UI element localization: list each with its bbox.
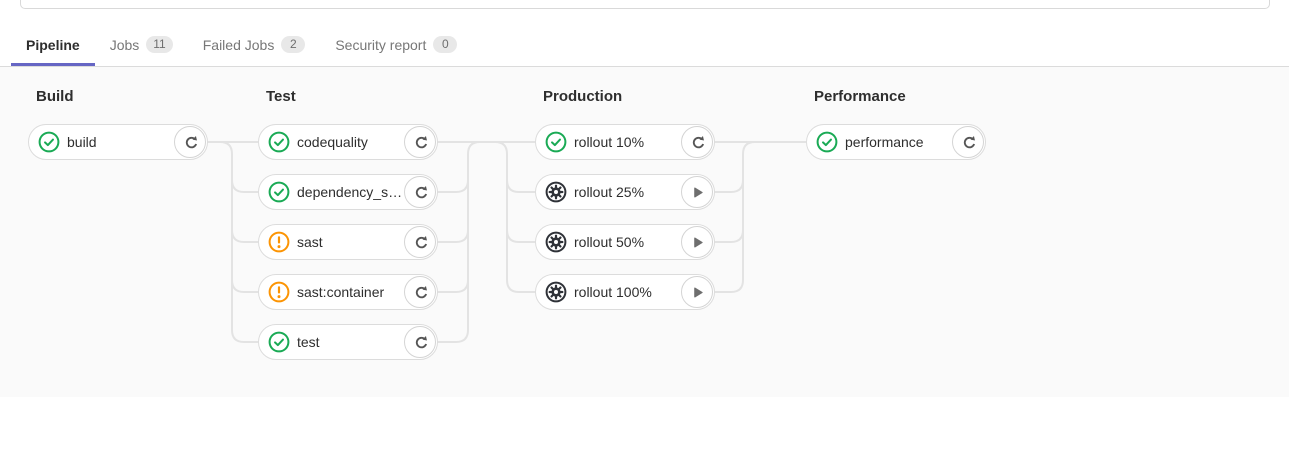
job-pill-performance[interactable]: performance	[806, 124, 986, 160]
retry-button[interactable]	[404, 226, 436, 258]
job-label: rollout 100%	[574, 284, 652, 300]
tab-label: Pipeline	[26, 37, 80, 53]
play-icon	[690, 185, 705, 200]
check-circle-icon	[816, 131, 838, 153]
pipeline-summary-card-edge	[20, 0, 1270, 9]
play-button[interactable]	[681, 276, 713, 308]
play-icon	[690, 235, 705, 250]
tab-jobs[interactable]: Jobs 11	[95, 27, 188, 66]
job-label: sast	[297, 234, 323, 250]
jobs-count-badge: 11	[146, 36, 173, 53]
tab-label: Security report	[335, 36, 427, 53]
stage-header-performance: Performance	[814, 88, 906, 105]
check-circle-icon	[268, 331, 290, 353]
retry-button[interactable]	[404, 276, 436, 308]
retry-icon	[413, 335, 428, 350]
check-circle-icon	[268, 181, 290, 203]
stage-header-production: Production	[543, 88, 623, 105]
job-label: build	[67, 134, 97, 150]
exclamation-circle-icon	[268, 281, 290, 303]
job-label: rollout 25%	[574, 184, 645, 200]
retry-button[interactable]	[952, 126, 984, 158]
check-circle-icon	[268, 131, 290, 153]
job-pill-test[interactable]: test	[258, 324, 438, 360]
check-circle-icon	[545, 131, 567, 153]
tab-label: Failed Jobs	[202, 36, 275, 53]
gear-circle-icon	[545, 181, 567, 203]
job-pill-rollout-50[interactable]: rollout 50%	[535, 224, 715, 260]
job-label: sast:container	[297, 284, 385, 300]
retry-button[interactable]	[404, 126, 436, 158]
job-pill-codequality[interactable]: codequality	[258, 124, 438, 160]
play-icon	[690, 285, 705, 300]
retry-button[interactable]	[681, 126, 713, 158]
security-report-count-badge: 0	[433, 36, 458, 53]
exclamation-circle-icon	[268, 231, 290, 253]
job-label: test	[297, 334, 320, 350]
job-pill-rollout-25[interactable]: rollout 25%	[535, 174, 715, 210]
play-button[interactable]	[681, 176, 713, 208]
retry-icon	[413, 235, 428, 250]
job-label: performance	[845, 134, 924, 150]
retry-button[interactable]	[404, 326, 436, 358]
job-label: rollout 10%	[574, 134, 645, 150]
stage-header-build: Build	[36, 88, 74, 105]
stage-header-test: Test	[266, 88, 296, 105]
job-pill-sast-container[interactable]: sast:container	[258, 274, 438, 310]
gear-circle-icon	[545, 281, 567, 303]
play-button[interactable]	[681, 226, 713, 258]
job-pill-dependency-scanning[interactable]: dependency_s…	[258, 174, 438, 210]
job-label: rollout 50%	[574, 234, 645, 250]
job-pill-rollout-100[interactable]: rollout 100%	[535, 274, 715, 310]
retry-icon	[413, 135, 428, 150]
job-label: dependency_s…	[297, 184, 403, 200]
tab-failed-jobs[interactable]: Failed Jobs 2	[188, 27, 321, 66]
job-pill-build[interactable]: build	[28, 124, 208, 160]
retry-icon	[961, 135, 976, 150]
retry-icon	[690, 135, 705, 150]
check-circle-icon	[38, 131, 60, 153]
job-pill-sast[interactable]: sast	[258, 224, 438, 260]
retry-icon	[183, 135, 198, 150]
tab-pipeline[interactable]: Pipeline	[11, 28, 95, 66]
retry-button[interactable]	[174, 126, 206, 158]
pipeline-tabs: Pipeline Jobs 11 Failed Jobs 2 Security …	[11, 27, 472, 66]
retry-button[interactable]	[404, 176, 436, 208]
job-pill-rollout-10[interactable]: rollout 10%	[535, 124, 715, 160]
tab-security-report[interactable]: Security report 0	[320, 27, 472, 66]
tab-label: Jobs	[109, 36, 140, 53]
failed-jobs-count-badge: 2	[281, 36, 306, 53]
job-label: codequality	[297, 134, 368, 150]
retry-icon	[413, 185, 428, 200]
gear-circle-icon	[545, 231, 567, 253]
retry-icon	[413, 285, 428, 300]
